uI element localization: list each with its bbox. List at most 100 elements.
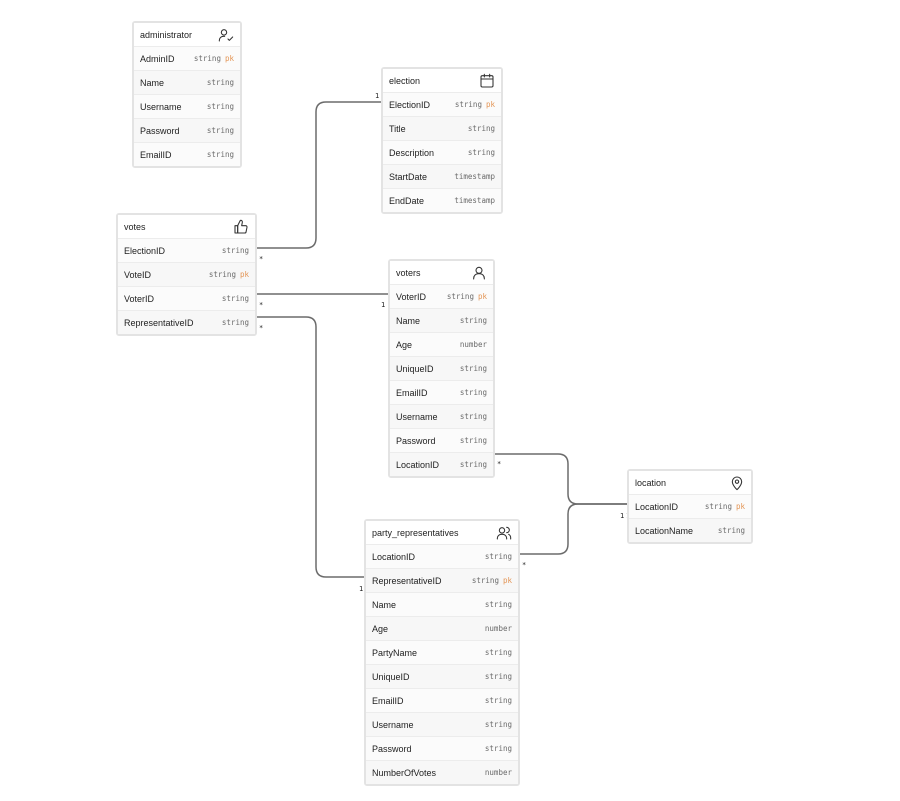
primary-key-badge: pk: [485, 100, 495, 109]
field-type: string: [485, 600, 512, 609]
card-votes-election-from: *: [259, 255, 263, 263]
user-icon: [473, 266, 485, 280]
entity-title: election: [389, 75, 421, 86]
field-name: VoteID: [124, 269, 152, 280]
field-type-label: string: [704, 502, 732, 511]
field-type-label: timestamp: [454, 172, 495, 181]
field-type: string: [207, 102, 234, 111]
field-row[interactable]: EmailID string: [134, 143, 240, 166]
field-type: string: [468, 124, 495, 133]
field-type-label: string: [484, 672, 512, 681]
entity-title: location: [635, 477, 667, 488]
field-row[interactable]: Name string: [134, 71, 240, 95]
field-type-label: string: [208, 270, 236, 279]
card-votes-representatives-to: 1: [359, 585, 363, 593]
field-row[interactable]: RepresentativeID string: [118, 311, 255, 334]
field-type-label: number: [484, 624, 512, 633]
field-type: string: [485, 648, 512, 657]
field-name: VoterID: [396, 291, 427, 302]
field-type: string: [485, 696, 512, 705]
field-row[interactable]: EmailID string: [390, 381, 493, 405]
field-type: string: [485, 720, 512, 729]
field-row[interactable]: NumberOfVotes number: [366, 761, 518, 784]
field-name: Name: [140, 77, 165, 88]
field-row[interactable]: Title string: [383, 117, 501, 141]
field-name: EmailID: [396, 387, 428, 398]
entity-header: election: [383, 69, 501, 93]
field-type-label: string: [459, 412, 487, 421]
field-name: Name: [396, 315, 421, 326]
field-name: LocationName: [635, 525, 694, 536]
field-type-label: string: [484, 600, 512, 609]
field-name: RepresentativeID: [124, 317, 194, 328]
field-row[interactable]: Name string: [390, 309, 493, 333]
field-name: EmailID: [140, 149, 172, 160]
field-name: NumberOfVotes: [372, 767, 437, 778]
field-name: Title: [389, 123, 406, 134]
field-type: string: [207, 78, 234, 87]
field-type-label: number: [459, 340, 487, 349]
field-type-label: string: [467, 148, 495, 157]
field-type-label: string: [484, 552, 512, 561]
field-type: string: [460, 436, 487, 445]
field-type: string: [222, 318, 249, 327]
field-type-label: string: [221, 246, 249, 255]
field-type: string: [207, 126, 234, 135]
field-type: string: [460, 316, 487, 325]
field-type-label: string: [206, 126, 234, 135]
primary-key-badge: pk: [502, 576, 512, 585]
field-type: string: [207, 150, 234, 159]
field-name: Password: [140, 125, 180, 136]
edge-voters-location: [492, 453, 630, 505]
primary-key-badge: pk: [239, 270, 249, 279]
field-type: number: [485, 768, 512, 777]
field-type-label: string: [459, 364, 487, 373]
field-type-label: string: [484, 720, 512, 729]
field-type: timestamp: [454, 196, 495, 205]
field-type-label: string: [717, 526, 745, 535]
field-row[interactable]: LocationName string: [629, 519, 751, 542]
field-type: string: [460, 388, 487, 397]
field-type-label: string: [484, 696, 512, 705]
field-row[interactable]: Password string: [134, 119, 240, 143]
entity-title: administrator: [140, 29, 193, 40]
field-type-label: string: [206, 150, 234, 159]
card-votes-election-to: 1: [375, 92, 379, 100]
